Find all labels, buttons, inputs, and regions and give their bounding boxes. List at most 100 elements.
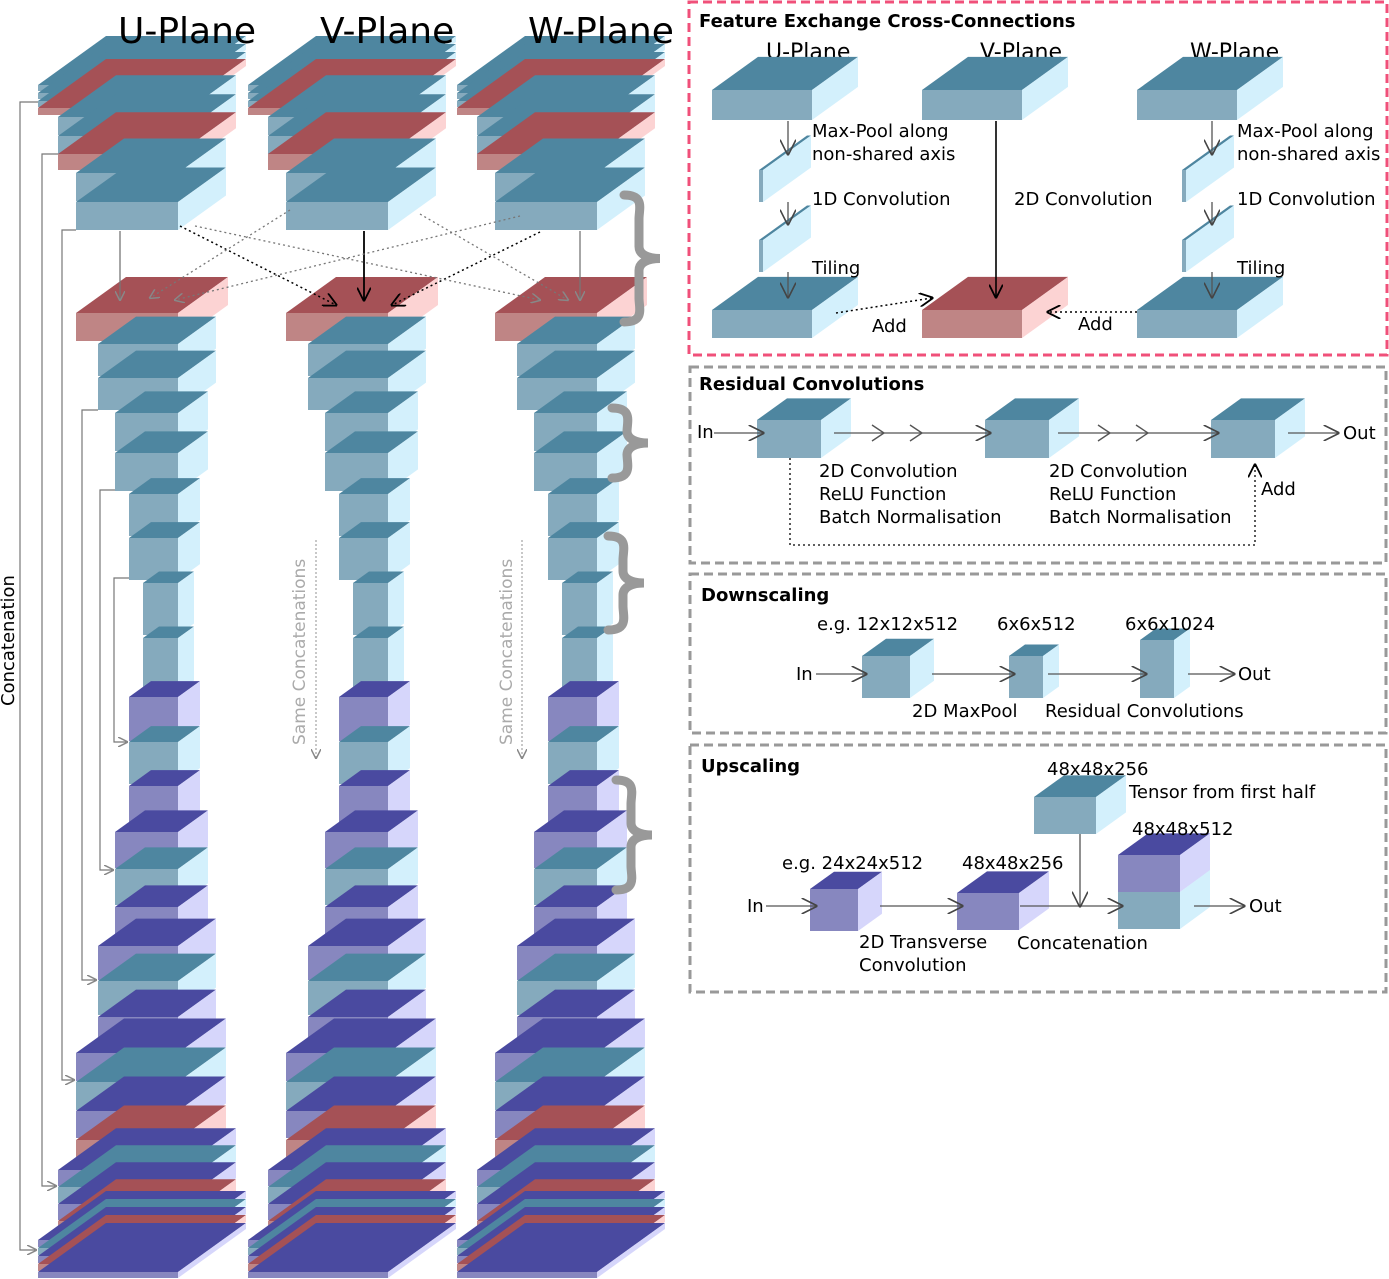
block-top xyxy=(115,431,208,453)
block-top xyxy=(76,167,226,202)
u-to-v-arrow xyxy=(179,225,336,305)
block-top xyxy=(1034,775,1126,797)
upscaling-op2: Concatenation xyxy=(1017,933,1148,954)
layer-block xyxy=(129,522,200,580)
fe-maxpool-u-line2: non-shared axis xyxy=(812,144,955,165)
feature-exchange-border xyxy=(687,0,1389,357)
residual-title: Residual Convolutions xyxy=(699,374,924,395)
downscaling-op1: 2D MaxPool xyxy=(912,701,1018,722)
fe-w-pooled xyxy=(1182,135,1234,202)
block-top xyxy=(308,316,426,344)
skip-connection xyxy=(41,153,58,1186)
block-front xyxy=(562,583,597,635)
block-top xyxy=(353,571,404,583)
block-top xyxy=(325,431,418,453)
fe-blocks xyxy=(712,56,1283,338)
upscaling-op1-line1: 2D Transverse xyxy=(859,932,987,953)
concatenation-label: Concatenation xyxy=(0,575,19,706)
block-top xyxy=(548,478,619,494)
block-top xyxy=(495,138,645,173)
upscaling-blocks xyxy=(766,775,1244,931)
upscaling-out-block-top xyxy=(1118,833,1210,892)
block-front xyxy=(1140,640,1174,698)
layer-block xyxy=(339,478,410,536)
fe-w-tiled xyxy=(1137,276,1283,338)
block-top xyxy=(339,478,410,494)
residual-op2-line3: Batch Normalisation xyxy=(1049,507,1231,528)
block-top xyxy=(517,350,635,378)
layer-block xyxy=(548,522,619,580)
block-side xyxy=(1043,644,1059,698)
skip-connection xyxy=(81,409,98,980)
block-side xyxy=(388,431,418,491)
block-top xyxy=(115,810,208,832)
skip-connections xyxy=(19,101,129,1250)
block-top xyxy=(548,681,619,697)
block-top xyxy=(286,1076,436,1111)
block-top xyxy=(517,989,635,1017)
residual-in-label: In xyxy=(697,422,714,443)
block-side xyxy=(178,431,208,491)
block-top xyxy=(757,398,851,420)
block-top xyxy=(308,350,426,378)
block-top xyxy=(115,885,208,907)
upscaling-title: Upscaling xyxy=(701,756,800,777)
block-top xyxy=(308,989,426,1017)
downscaling-size2: 6x6x512 xyxy=(997,614,1076,635)
layer-block xyxy=(548,726,619,784)
residual-op2-line2: ReLU Function xyxy=(1049,484,1176,505)
layer-block xyxy=(248,1223,456,1278)
fe-tiling-w-label: Tiling xyxy=(1236,258,1285,279)
upscaling-out-label: Out xyxy=(1249,896,1282,917)
layer-block xyxy=(38,1223,246,1278)
layer-block xyxy=(286,167,436,230)
block-top xyxy=(534,810,627,832)
block-side xyxy=(178,522,200,580)
block-side xyxy=(1180,833,1210,892)
block-front xyxy=(1137,90,1237,120)
block-top xyxy=(517,316,635,344)
brace-residual xyxy=(607,403,649,483)
residual-op1-line1: 2D Convolution xyxy=(819,461,958,482)
block-side xyxy=(597,626,613,692)
block-side xyxy=(388,478,410,536)
block-top xyxy=(495,1076,645,1111)
block-top xyxy=(325,847,418,869)
block-side xyxy=(388,626,404,692)
fe-u-pooled xyxy=(759,135,811,202)
block-top xyxy=(129,478,200,494)
upscaling-size-mid: 48x48x256 xyxy=(962,853,1063,874)
block-front xyxy=(286,202,388,230)
block-side xyxy=(1237,276,1283,338)
residual-chevron xyxy=(1135,424,1150,442)
residual-panel: Residual Convolutions In Out Add 2D Conv… xyxy=(688,365,1388,565)
block-top xyxy=(129,726,200,742)
residual-out-label: Out xyxy=(1343,423,1376,444)
block-side xyxy=(178,1223,246,1278)
block-front xyxy=(1182,240,1186,272)
block-side xyxy=(178,726,200,784)
w-to-u-arrow xyxy=(175,215,521,300)
residual-op2-line1: 2D Convolution xyxy=(1049,461,1188,482)
block-top xyxy=(353,626,404,638)
block-side xyxy=(1049,398,1079,458)
downscaling-block-3 xyxy=(1140,628,1190,698)
fe-add-left-label: Add xyxy=(872,316,907,337)
fe-add-right-label: Add xyxy=(1078,314,1113,335)
fe-maxpool-u-line1: Max-Pool along xyxy=(812,121,949,142)
block-front xyxy=(457,1272,597,1278)
block-top xyxy=(286,138,436,173)
block-top xyxy=(495,1047,645,1082)
block-front xyxy=(862,656,910,698)
downscaling-block-1 xyxy=(862,638,934,698)
block-side xyxy=(178,478,200,536)
layer-block xyxy=(548,478,619,536)
block-front xyxy=(1137,310,1237,338)
fe-u-conv1d xyxy=(759,205,811,272)
block-side xyxy=(858,871,882,931)
block-top xyxy=(143,571,194,583)
block-top xyxy=(129,681,200,697)
block-top xyxy=(457,1223,665,1272)
block-front xyxy=(1009,656,1043,698)
downscaling-panel: Downscaling e.g. 12x12x512 6x6x512 6x6x1… xyxy=(688,572,1388,735)
